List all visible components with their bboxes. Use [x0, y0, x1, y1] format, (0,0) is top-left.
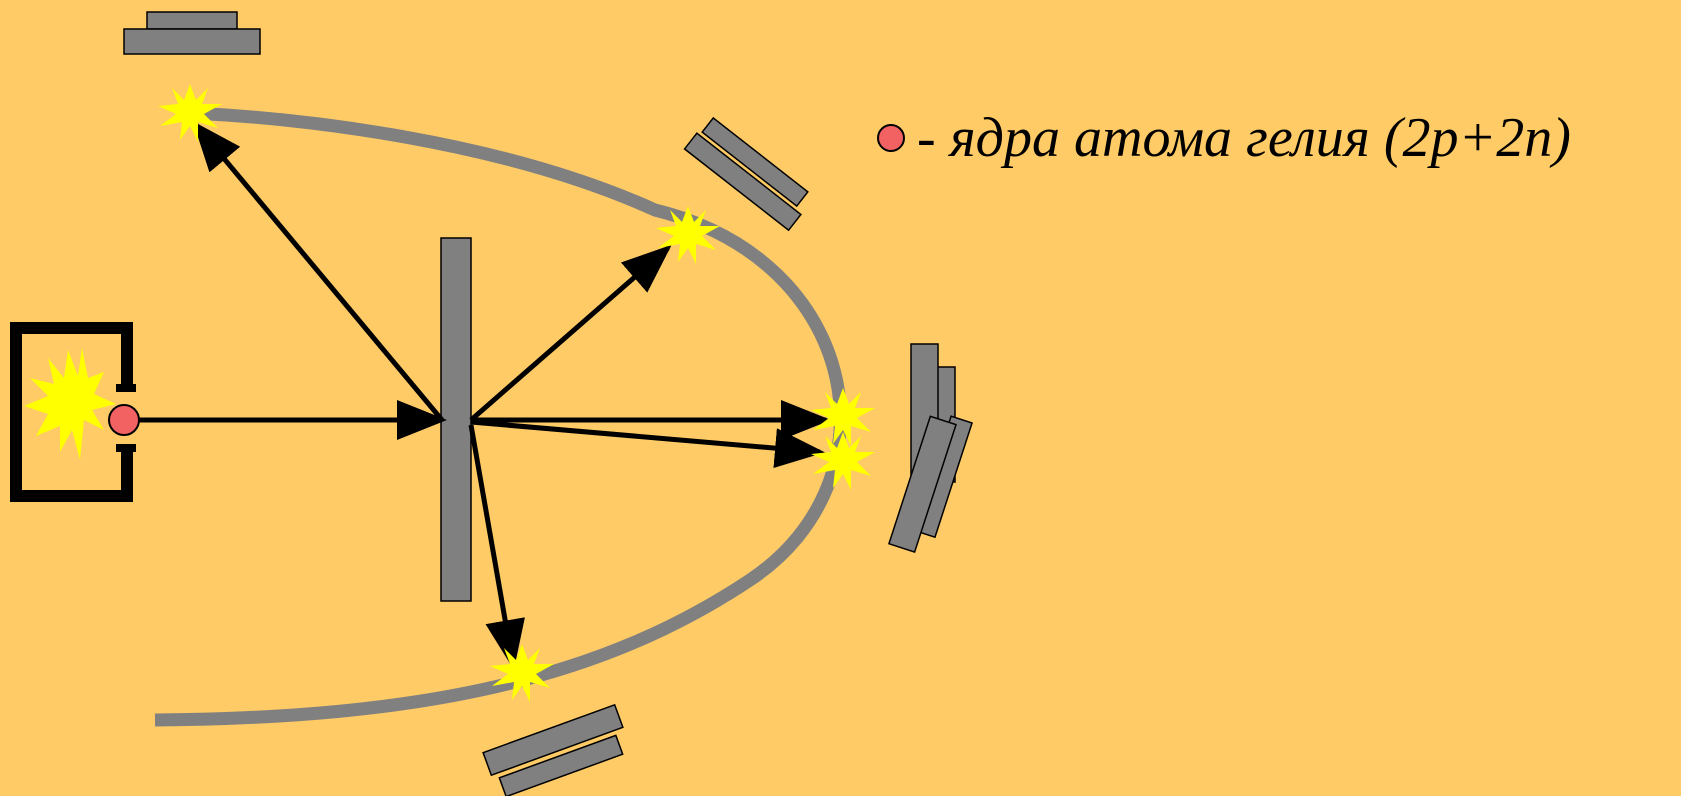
alpha-particle	[109, 405, 139, 435]
flash-right-lower	[811, 432, 875, 490]
detector-bottom	[483, 705, 623, 796]
deflect-up-arrow	[471, 248, 668, 420]
legend: - ядра атома гелия (2p+2n)	[877, 108, 1571, 168]
detector-top-left	[124, 12, 260, 54]
source-flash	[24, 348, 116, 460]
legend-particle-icon	[877, 124, 905, 152]
detector-right	[889, 344, 972, 552]
slight-deflect-arrow	[471, 422, 820, 452]
gold-foil	[441, 238, 471, 601]
deflect-down-arrow	[471, 425, 513, 665]
backscatter-arrow	[196, 125, 442, 420]
legend-text: - ядра атома гелия (2p+2n)	[917, 110, 1571, 166]
source-slit-bottom	[116, 444, 136, 452]
source-slit-top	[116, 384, 136, 392]
trajectory-curve	[155, 113, 840, 720]
